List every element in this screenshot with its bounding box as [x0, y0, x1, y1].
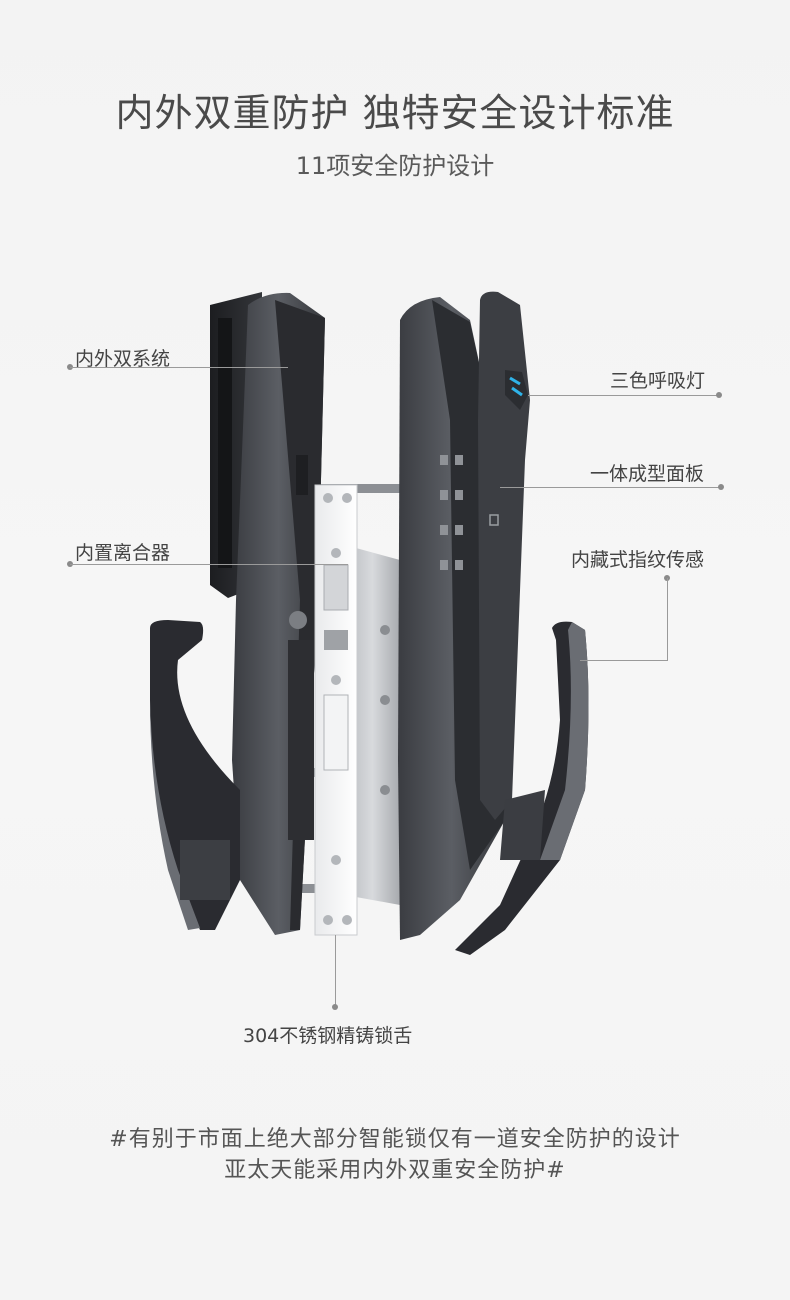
- exterior-handle: [455, 621, 589, 955]
- callout-tricolor-light-line: [528, 395, 718, 396]
- callout-panel-label: 一体成型面板: [590, 463, 705, 485]
- exterior-front-panel: [478, 291, 530, 821]
- callout-dual-system-line: [70, 367, 288, 368]
- callout-fingerprint-label: 内藏式指纹传感: [571, 549, 705, 571]
- face-plate: [314, 484, 358, 936]
- page-subtitle: 11项安全防护设计: [295, 152, 495, 180]
- callout-fingerprint-line-v: [667, 578, 668, 661]
- callout-tricolor-light-label: 三色呼吸灯: [610, 370, 706, 392]
- footer-line-1: #有别于市面上绝大部分智能锁仅有一道安全防护的设计: [109, 1127, 681, 1152]
- page-title: 内外双重防护 独特安全设计标准: [115, 91, 675, 135]
- interior-body: [232, 292, 325, 935]
- callout-latch-dot: [332, 1004, 338, 1010]
- callout-latch-label: 304不锈钢精铸锁舌: [243, 1025, 413, 1047]
- callout-dual-system-label: 内外双系统: [75, 348, 171, 370]
- callout-clutch-label: 内置离合器: [75, 542, 171, 564]
- callout-clutch-line: [70, 564, 348, 565]
- callout-tricolor-light-dot: [716, 392, 722, 398]
- mortise-body: [345, 545, 400, 905]
- callout-fingerprint-line-h: [580, 660, 668, 661]
- callout-latch-line: [335, 935, 336, 1007]
- footer-line-2: 亚太天能采用内外双重安全防护#: [224, 1158, 566, 1183]
- interior-handle: [150, 620, 240, 930]
- callout-panel-line: [500, 487, 720, 488]
- callout-panel-dot: [718, 484, 724, 490]
